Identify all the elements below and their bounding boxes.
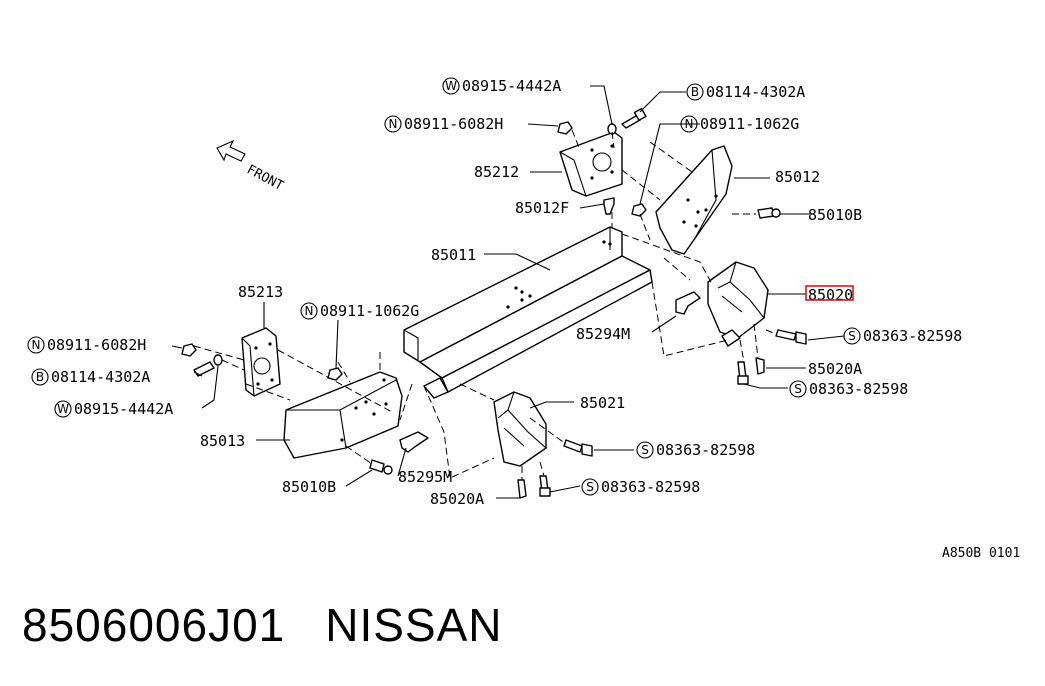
front-arrow: FRONT	[216, 139, 286, 194]
part-label: 08363-82598	[601, 478, 700, 496]
part-label: 08911-1062G	[320, 302, 419, 320]
callout-w-08915-4442a-left: W 08915-4442A	[54, 400, 173, 418]
part-label: 08114-4302A	[706, 83, 805, 101]
part-label: 08911-6082H	[47, 336, 146, 354]
part-label-85011: 85011	[431, 246, 476, 264]
part-label: 08114-4302A	[51, 368, 150, 386]
callout-n-08911-6082h-top: N 08911-6082H	[384, 115, 503, 133]
callout-b-08114-4302a-top: B 08114-4302A	[686, 83, 805, 101]
bumper-end-left-85013	[283, 371, 403, 459]
part-label-85020a-right: 85020A	[808, 360, 862, 378]
part-label: 08363-82598	[809, 380, 908, 398]
callout-prefix: B	[691, 85, 699, 99]
callout-prefix: W	[445, 79, 457, 93]
part-label: 08915-4442A	[74, 400, 173, 418]
part-label-85010b-right: 85010B	[808, 206, 862, 224]
cap-85021	[493, 391, 547, 467]
reference-code: A850B 0101	[942, 546, 1020, 561]
cap-85020	[707, 261, 769, 347]
clip-85294m	[675, 291, 701, 315]
part-label: 08911-1062G	[700, 115, 799, 133]
callout-prefix: B	[36, 370, 44, 384]
clip-85295m	[399, 431, 429, 453]
callout-prefix: S	[794, 382, 802, 396]
part-number: 8506006J01	[22, 599, 286, 651]
part-label-85213: 85213	[238, 283, 283, 301]
part-label-85013: 85013	[200, 432, 245, 450]
callout-85020-highlighted: 85020	[805, 285, 854, 304]
bumper-beam-85011	[403, 226, 653, 399]
brand-name: NISSAN	[325, 599, 503, 651]
part-label-85020a-left: 85020A	[430, 490, 484, 508]
bracket-85213	[241, 327, 281, 397]
part-label-85021: 85021	[580, 394, 625, 412]
callout-s-08363-82598-right-upper: S 08363-82598	[843, 327, 962, 345]
highlight-box	[805, 285, 854, 301]
leader-lines	[171, 85, 845, 499]
bumper-end-right-85012	[655, 145, 733, 255]
front-label: FRONT	[244, 162, 286, 194]
callout-prefix: N	[389, 117, 398, 131]
assembly-lines	[193, 129, 777, 480]
callout-prefix: N	[685, 117, 694, 131]
part-label-85295m: 85295M	[398, 468, 452, 486]
callout-prefix: W	[57, 402, 69, 416]
callout-s-08363-82598-left-lower: S 08363-82598	[581, 478, 700, 496]
part-label-85012f: 85012F	[515, 199, 569, 217]
callout-s-08363-82598-right-lower: S 08363-82598	[789, 380, 908, 398]
callout-prefix: S	[641, 443, 649, 457]
callout-n-08911-1062g-left: N 08911-1062G	[300, 302, 419, 320]
part-label: 08911-6082H	[404, 115, 503, 133]
callout-prefix: N	[32, 338, 41, 352]
bracket-85212	[559, 131, 623, 197]
callout-n-08911-1062g-top: N 08911-1062G	[680, 115, 799, 133]
callout-b-08114-4302a-left: B 08114-4302A	[31, 368, 150, 386]
callout-s-08363-82598-left-upper: S 08363-82598	[636, 441, 755, 459]
part-label: 08363-82598	[656, 441, 755, 459]
callout-prefix: S	[586, 480, 594, 494]
part-label: 08915-4442A	[462, 77, 561, 95]
part-label-85294m: 85294M	[576, 325, 630, 343]
callout-w-08915-4442a-top: W 08915-4442A	[442, 77, 561, 95]
part-label-85012: 85012	[775, 168, 820, 186]
part-label-85212: 85212	[474, 163, 519, 181]
callout-prefix: S	[848, 329, 856, 343]
part-label-85020: 85020	[808, 286, 853, 304]
part-label: 08363-82598	[863, 327, 962, 345]
callout-n-08911-6082h-left: N 08911-6082H	[27, 336, 146, 354]
part-label-85010b-left: 85010B	[282, 478, 336, 496]
footer: 8506006J01 NISSAN	[22, 598, 503, 652]
callout-prefix: N	[305, 304, 314, 318]
